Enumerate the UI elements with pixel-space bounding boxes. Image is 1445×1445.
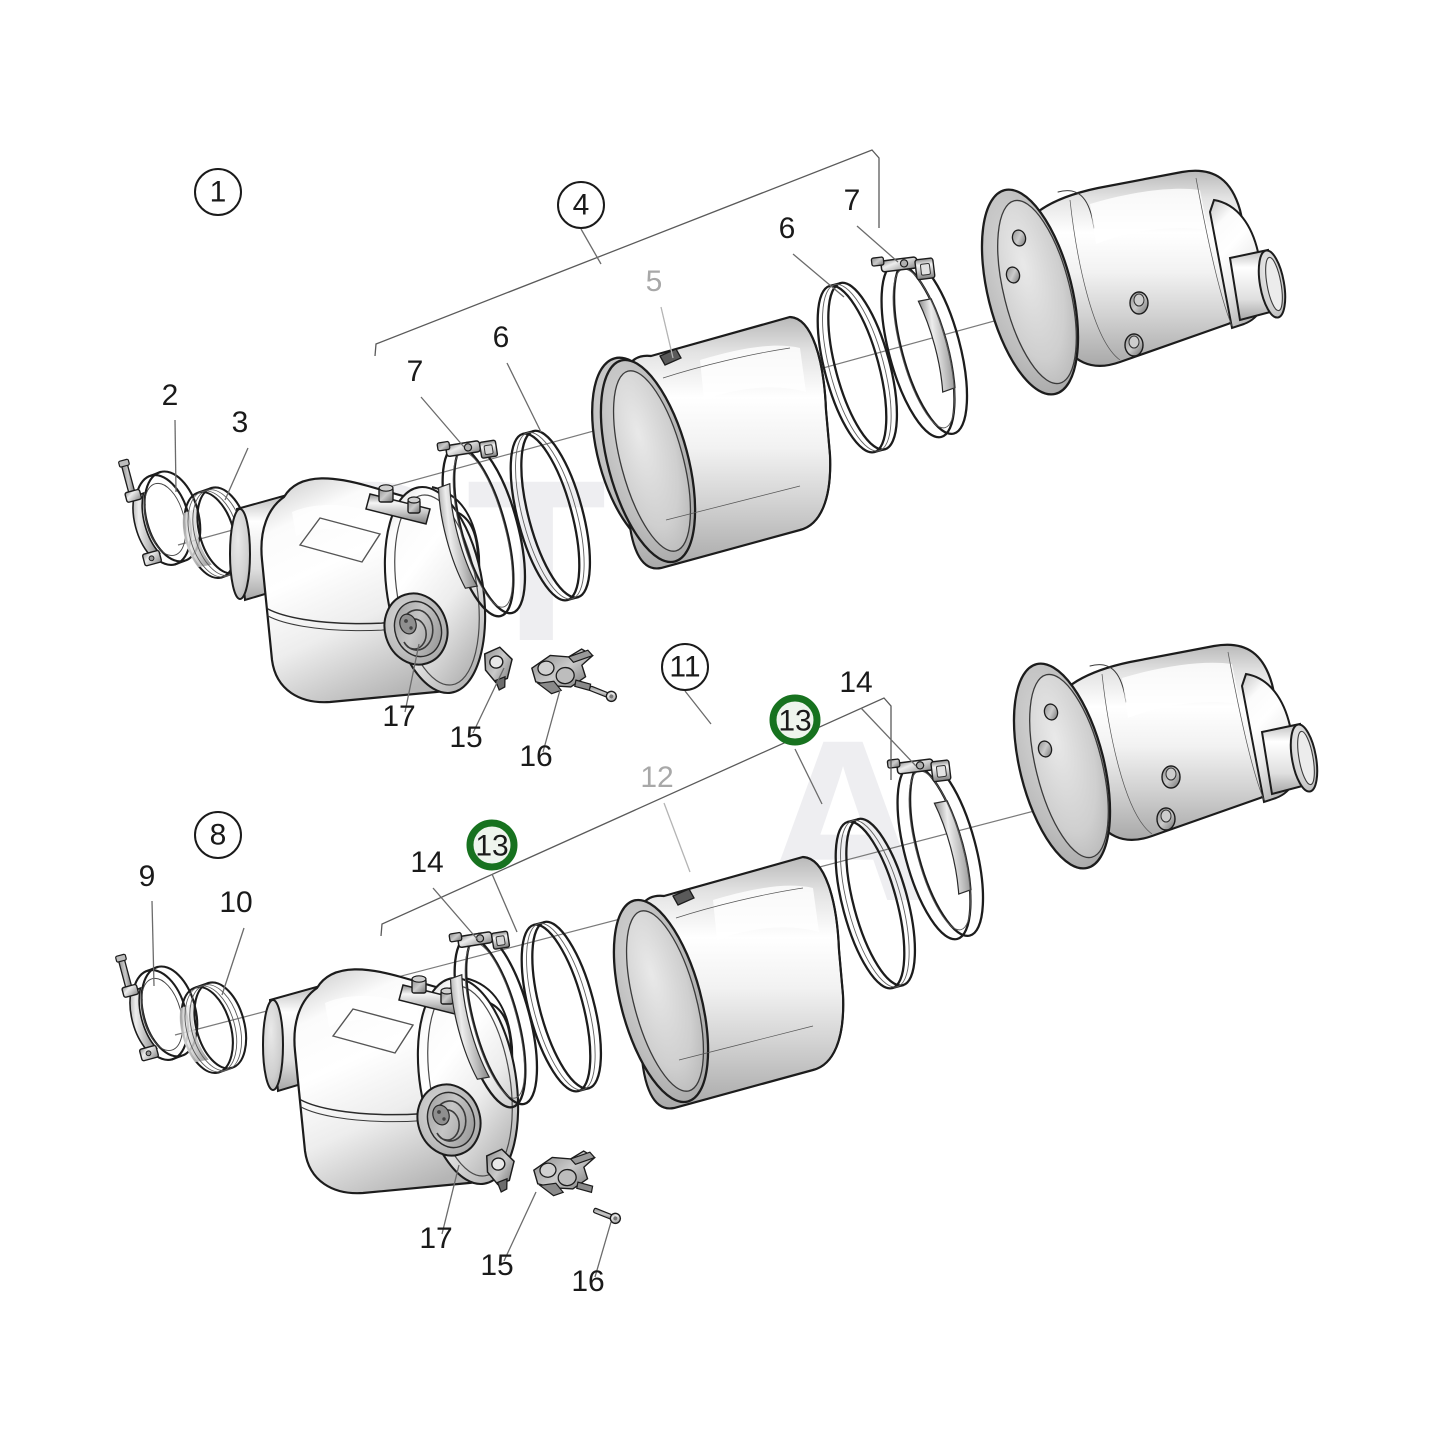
part-label-17-bottom: 17 [419, 1222, 452, 1255]
part-label-5: 5 [646, 265, 663, 298]
part-17-bracket-bottom [485, 1148, 515, 1193]
part-14-clamp-left [448, 930, 539, 1109]
callout-8-label: 8 [210, 819, 227, 852]
part-label-6-right: 6 [779, 212, 796, 245]
part-6-ring-left [509, 429, 592, 602]
outlet-port-spiral-bottom [416, 1083, 482, 1157]
part-10-gasket [179, 981, 248, 1075]
part-label-7-left: 7 [407, 355, 424, 388]
part-label-15-bottom: 15 [480, 1249, 513, 1282]
part-13-ring-right [834, 817, 917, 990]
part-label-15-top: 15 [449, 721, 482, 754]
shell-bosses-top [1124, 291, 1149, 357]
part-label-16-top: 16 [519, 740, 552, 773]
callout-1-circle[interactable] [194, 168, 242, 216]
bracket-4 [374, 149, 880, 357]
leaders-bottom [151, 690, 917, 1278]
callout-11[interactable]: 11 [661, 643, 709, 691]
shell-bosses-bottom [1156, 765, 1181, 831]
part-15-sensor-assembly-top [531, 648, 594, 695]
sensor-bosses-outlet-top [1005, 229, 1027, 284]
part-label-9: 9 [139, 860, 156, 893]
part-1-canister-body [229, 477, 487, 704]
part-label-14-left: 14 [410, 846, 443, 879]
outlet-port-spiral [383, 592, 449, 666]
assembly-top [118, 149, 1287, 753]
part-label-10: 10 [219, 886, 252, 919]
part-label-6-left: 6 [493, 321, 510, 354]
bracket-11 [380, 697, 892, 937]
part-outlet-canister-top [980, 169, 1287, 396]
part-15-sensor-assembly-bottom [533, 1150, 596, 1197]
part-outlet-canister-bottom [1012, 643, 1319, 870]
leaders-top [174, 225, 899, 753]
part-6-ring-right [816, 281, 899, 454]
callout-13-upper-label: 13 [778, 705, 811, 738]
callout-1[interactable]: 1 [194, 168, 242, 216]
part-label-7-right: 7 [844, 184, 861, 217]
callout-4-circle[interactable] [557, 181, 605, 229]
part-label-16-bottom: 16 [571, 1265, 604, 1298]
part-2-clamp [118, 458, 202, 567]
part-label-2: 2 [162, 379, 179, 412]
sensor-bosses-outlet-bottom [1037, 703, 1059, 758]
part-16-screw-top [588, 685, 618, 703]
callout-11-circle[interactable] [661, 643, 709, 691]
callout-13-lower-circle[interactable] [466, 819, 518, 871]
callout-4[interactable]: 4 [557, 181, 605, 229]
part-label-12: 12 [640, 761, 673, 794]
part-8-canister-body [262, 968, 520, 1195]
callout-8-circle[interactable] [194, 811, 242, 859]
part-label-17-top: 17 [382, 700, 415, 733]
part-7-clamp-right [870, 256, 969, 439]
part-5-filter-cylinder [591, 315, 832, 570]
callout-13-lower-label: 13 [475, 830, 508, 863]
callout-13-upper-highlighted[interactable]: 13 [769, 694, 821, 746]
part-12-catalyst-cylinder [612, 855, 845, 1110]
callout-13-lower-highlighted[interactable]: 13 [466, 819, 518, 871]
part-13-ring-left [520, 920, 603, 1093]
part-label-3: 3 [232, 406, 249, 439]
callout-8[interactable]: 8 [194, 811, 242, 859]
callout-11-label: 11 [669, 651, 700, 684]
callout-1-label: 1 [210, 176, 227, 209]
callout-4-label: 4 [573, 189, 590, 222]
callout-13-upper-circle[interactable] [769, 694, 821, 746]
part-label-14-right: 14 [839, 666, 872, 699]
assembly-bottom [115, 643, 1319, 1278]
part-7-clamp-left [436, 439, 527, 618]
sensor-bosses-top [365, 484, 431, 525]
part-16-screw-bottom [592, 1207, 622, 1225]
